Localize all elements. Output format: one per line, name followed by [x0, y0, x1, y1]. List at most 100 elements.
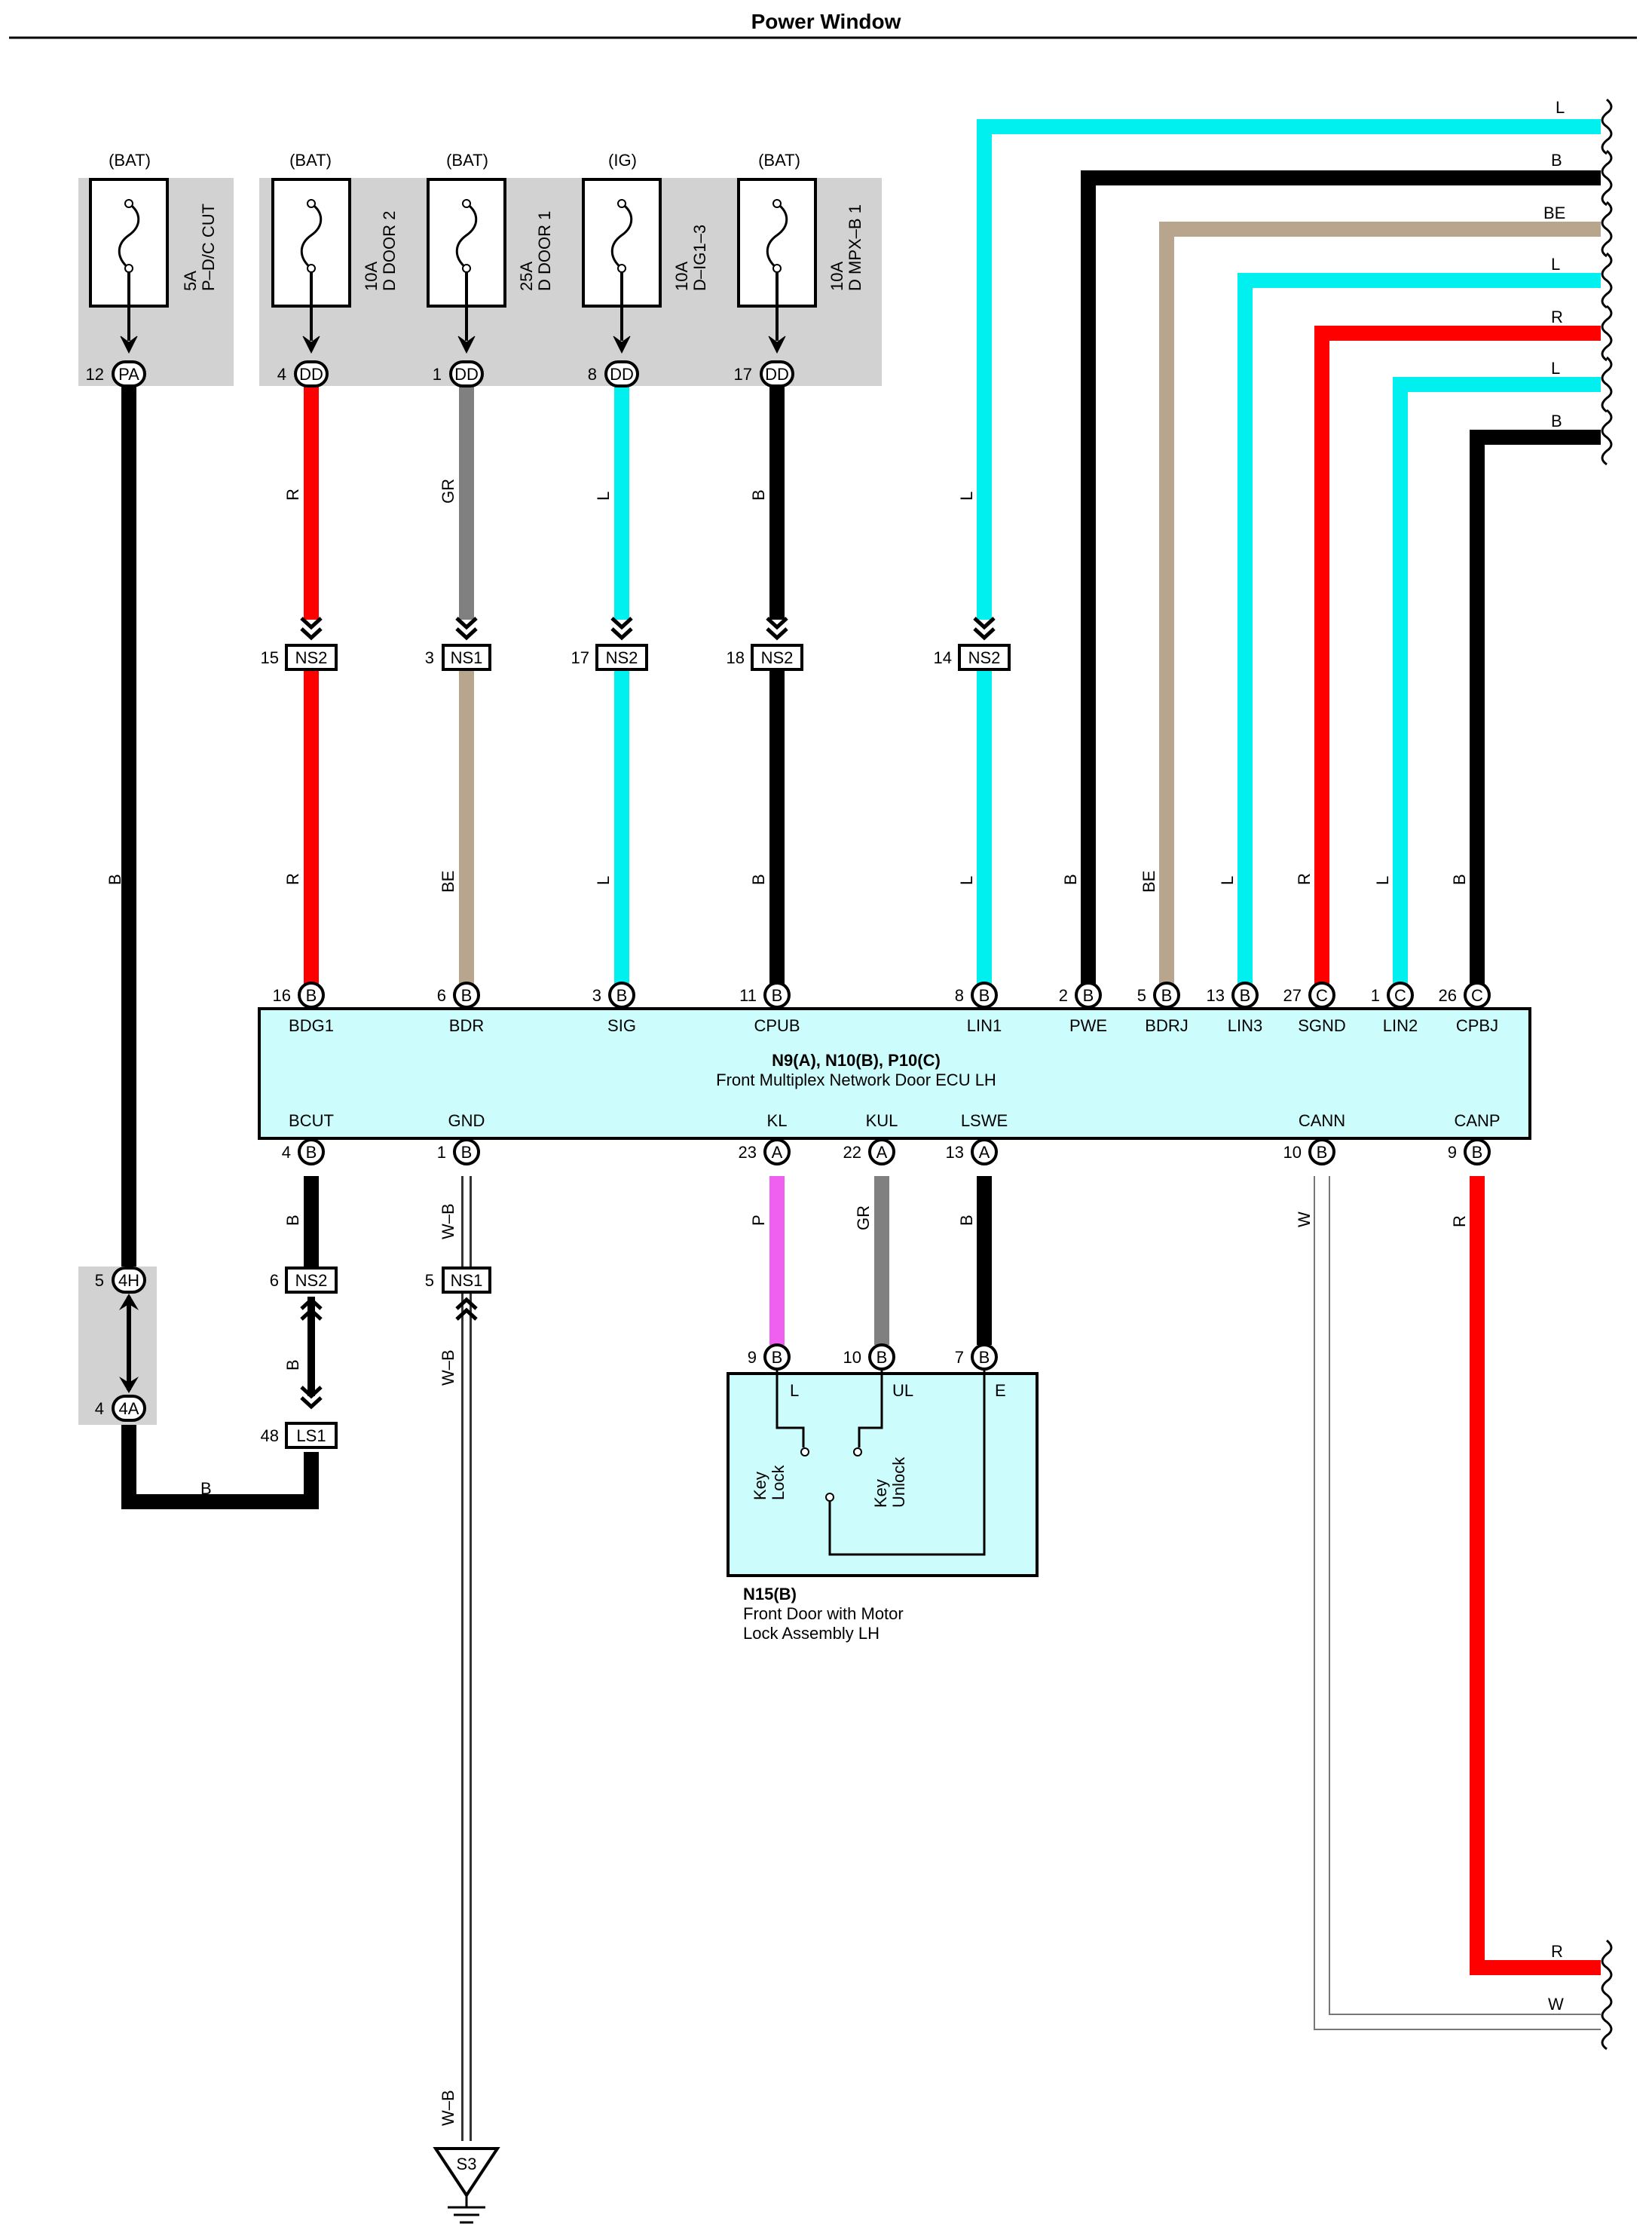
svg-text:NS2: NS2 — [295, 648, 328, 667]
svg-text:W: W — [1548, 1995, 1564, 2014]
fuse-source: (IG) — [608, 151, 637, 170]
svg-text:LIN1: LIN1 — [967, 1016, 1002, 1035]
svg-text:L: L — [1551, 359, 1560, 378]
svg-text:11: 11 — [739, 986, 757, 1005]
svg-text:17: 17 — [734, 365, 752, 384]
fuse-name: P–D/C CUT — [199, 204, 218, 291]
svg-text:B: B — [1083, 986, 1094, 1005]
svg-text:B: B — [461, 986, 473, 1005]
page-title: Power Window — [751, 10, 901, 33]
fuse-rating: 10A — [362, 262, 381, 291]
svg-text:9: 9 — [748, 1348, 757, 1367]
svg-text:B: B — [876, 1348, 888, 1367]
svg-text:CANP: CANP — [1454, 1111, 1500, 1130]
svg-text:14: 14 — [934, 648, 952, 667]
svg-text:L: L — [594, 876, 613, 885]
svg-text:4A: 4A — [119, 1399, 139, 1418]
svg-text:B: B — [1551, 151, 1562, 170]
fuse-2: (BAT) 10A D DOOR 2 — [271, 151, 399, 308]
svg-text:C: C — [1316, 986, 1328, 1005]
svg-text:18: 18 — [727, 648, 745, 667]
svg-text:10: 10 — [843, 1348, 861, 1367]
fuse-5: (BAT) 10A D MPX–B 1 — [737, 151, 864, 308]
svg-text:PA: PA — [118, 365, 139, 384]
fuse-4: (IG) 10A D–IG1–3 — [582, 151, 709, 308]
svg-text:W–B: W–B — [439, 1349, 457, 1386]
svg-text:26: 26 — [1439, 986, 1457, 1005]
svg-text:8: 8 — [955, 986, 964, 1005]
svg-text:CANN: CANN — [1299, 1111, 1345, 1130]
svg-text:12: 12 — [86, 365, 104, 384]
fuse-name: D MPX–B 1 — [846, 204, 864, 291]
svg-text:NS2: NS2 — [295, 1271, 328, 1290]
right-edge-labels: L B BE L R L B R W — [1543, 98, 1565, 2014]
svg-text:R: R — [283, 873, 302, 885]
svg-text:L: L — [1373, 876, 1392, 885]
ns-junctions: NS2 15 NS1 3 NS2 17 NS2 18 NS2 14 — [261, 617, 1011, 671]
svg-text:R: R — [1450, 1215, 1469, 1227]
svg-text:PWE: PWE — [1069, 1016, 1107, 1035]
svg-text:L: L — [594, 492, 613, 501]
svg-text:BDG1: BDG1 — [289, 1016, 334, 1035]
svg-text:B: B — [749, 874, 768, 885]
svg-text:B: B — [979, 986, 990, 1005]
svg-text:LS1: LS1 — [296, 1426, 326, 1445]
svg-text:LIN3: LIN3 — [1228, 1016, 1262, 1035]
svg-text:A: A — [979, 1143, 990, 1162]
svg-text:NS1: NS1 — [451, 1271, 483, 1290]
fuse-rating: 5A — [181, 271, 200, 291]
svg-text:B: B — [1317, 1143, 1328, 1162]
svg-text:1: 1 — [437, 1143, 446, 1162]
svg-text:Unlock: Unlock — [889, 1456, 908, 1508]
fuse-rating: 10A — [672, 262, 691, 291]
lock-name-line1: Front Door with Motor — [743, 1604, 904, 1623]
svg-text:NS2: NS2 — [761, 648, 794, 667]
mid-wire-labels: B R BE L B L B BE L R L B — [106, 871, 1469, 893]
svg-text:KL: KL — [767, 1111, 788, 1130]
svg-text:GND: GND — [448, 1111, 485, 1130]
svg-text:B: B — [1161, 986, 1173, 1005]
ecu-pin-gnd: GND B1 — [437, 1111, 485, 1165]
svg-text:22: 22 — [843, 1143, 861, 1162]
svg-text:NS2: NS2 — [968, 648, 1001, 667]
svg-text:6: 6 — [270, 1271, 279, 1290]
svg-text:C: C — [1394, 986, 1406, 1005]
svg-text:DD: DD — [454, 365, 479, 384]
svg-text:E: E — [995, 1381, 1006, 1400]
svg-text:B: B — [306, 986, 317, 1005]
svg-text:Key: Key — [751, 1472, 769, 1500]
svg-text:C: C — [1471, 986, 1483, 1005]
fuse-rating: 25A — [517, 262, 536, 291]
svg-text:B: B — [1240, 986, 1251, 1005]
svg-text:B: B — [957, 1214, 976, 1226]
svg-text:SIG: SIG — [607, 1016, 636, 1035]
svg-text:L: L — [957, 876, 976, 885]
svg-text:W–B: W–B — [439, 2090, 457, 2126]
svg-text:B: B — [283, 1359, 302, 1371]
svg-text:B: B — [1551, 412, 1562, 430]
svg-text:13: 13 — [1207, 986, 1225, 1005]
svg-text:NS1: NS1 — [451, 648, 483, 667]
svg-text:27: 27 — [1283, 986, 1302, 1005]
svg-text:BE: BE — [439, 871, 457, 893]
svg-text:W–B: W–B — [439, 1203, 457, 1239]
svg-text:15: 15 — [261, 648, 279, 667]
svg-text:B: B — [461, 1143, 473, 1162]
svg-text:KUL: KUL — [866, 1111, 898, 1130]
svg-text:A: A — [772, 1143, 783, 1162]
fuse-1: (BAT) 5A P–D/C CUT — [89, 151, 218, 308]
svg-text:NS2: NS2 — [606, 648, 638, 667]
fuse-source: (BAT) — [289, 151, 332, 170]
fuse-name: D DOOR 2 — [380, 211, 399, 291]
